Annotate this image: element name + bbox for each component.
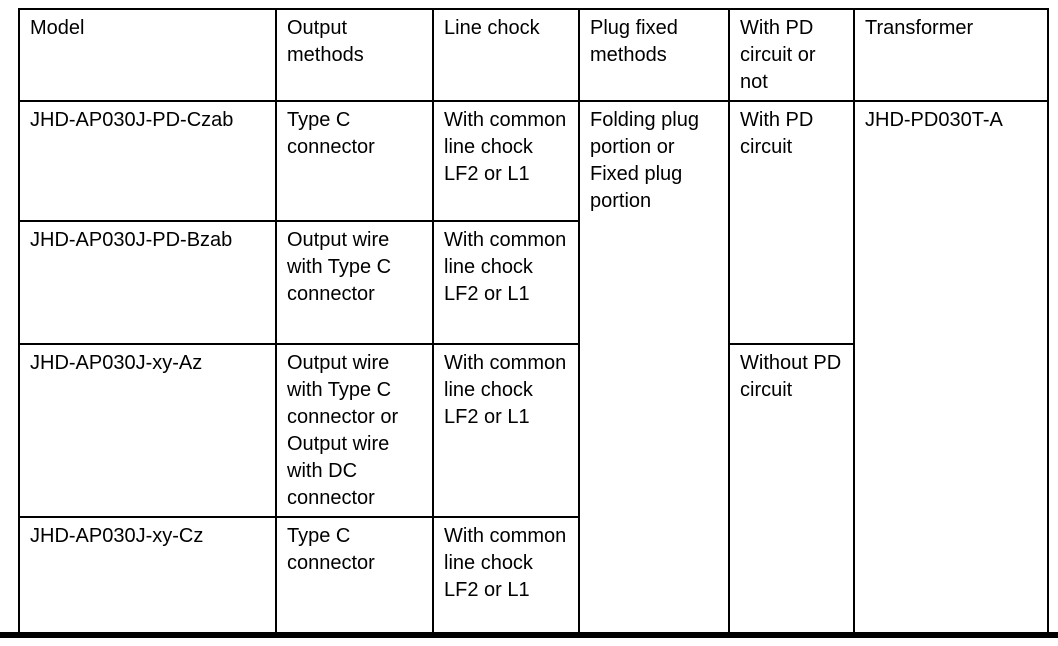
cell-model: JHD-AP030J-xy-Az — [18, 343, 277, 518]
cell-output-method: Output wire with Type C connector — [275, 220, 434, 345]
cell-pd-with: With PD circuit — [728, 100, 855, 345]
table-row: JHD-AP030J-PD-Bzab Output wire with Type… — [18, 220, 1048, 345]
cell-plug-fixed-methods: Folding plug portion or Fixed plug porti… — [578, 100, 730, 636]
header-cell-transformer: Transformer — [853, 8, 1049, 102]
cell-pd-without: Without PD circuit — [728, 343, 855, 636]
cell-model: JHD-AP030J-xy-Cz — [18, 516, 277, 636]
cell-output-method: Type C connector — [275, 516, 434, 636]
header-cell-output-methods: Output methods — [275, 8, 434, 102]
cell-line-chock: With common line chock LF2 or L1 — [432, 100, 580, 222]
header-cell-model: Model — [18, 8, 277, 102]
table-row: JHD-AP030J-xy-Az Output wire with Type C… — [18, 343, 1048, 636]
cell-transformer: JHD-PD030T-A — [853, 100, 1049, 636]
header-cell-plug-fixed-methods: Plug fixed methods — [578, 8, 730, 102]
table-row: JHD-AP030J-xy-Cz Type C connector With c… — [18, 516, 1048, 636]
table-header-row: Model Output methods Line chock Plug fix… — [18, 8, 1049, 102]
cell-line-chock: With common line chock LF2 or L1 — [432, 343, 580, 518]
cell-output-method: Type C connector — [275, 100, 434, 222]
cell-model: JHD-AP030J-PD-Czab — [18, 100, 277, 222]
header-cell-line-chock: Line chock — [432, 8, 580, 102]
cell-line-chock: With common line chock LF2 or L1 — [432, 220, 580, 345]
page-bottom-rule — [0, 632, 1058, 638]
cell-output-method: Output wire with Type C connector or Out… — [275, 343, 434, 518]
table-row: JHD-AP030J-PD-Czab Type C connector With… — [18, 100, 1049, 636]
header-cell-pd-circuit: With PD circuit or not — [728, 8, 855, 102]
model-spec-table: Model Output methods Line chock Plug fix… — [18, 8, 1049, 636]
cell-line-chock: With common line chock LF2 or L1 — [432, 516, 580, 636]
cell-model: JHD-AP030J-PD-Bzab — [18, 220, 277, 345]
